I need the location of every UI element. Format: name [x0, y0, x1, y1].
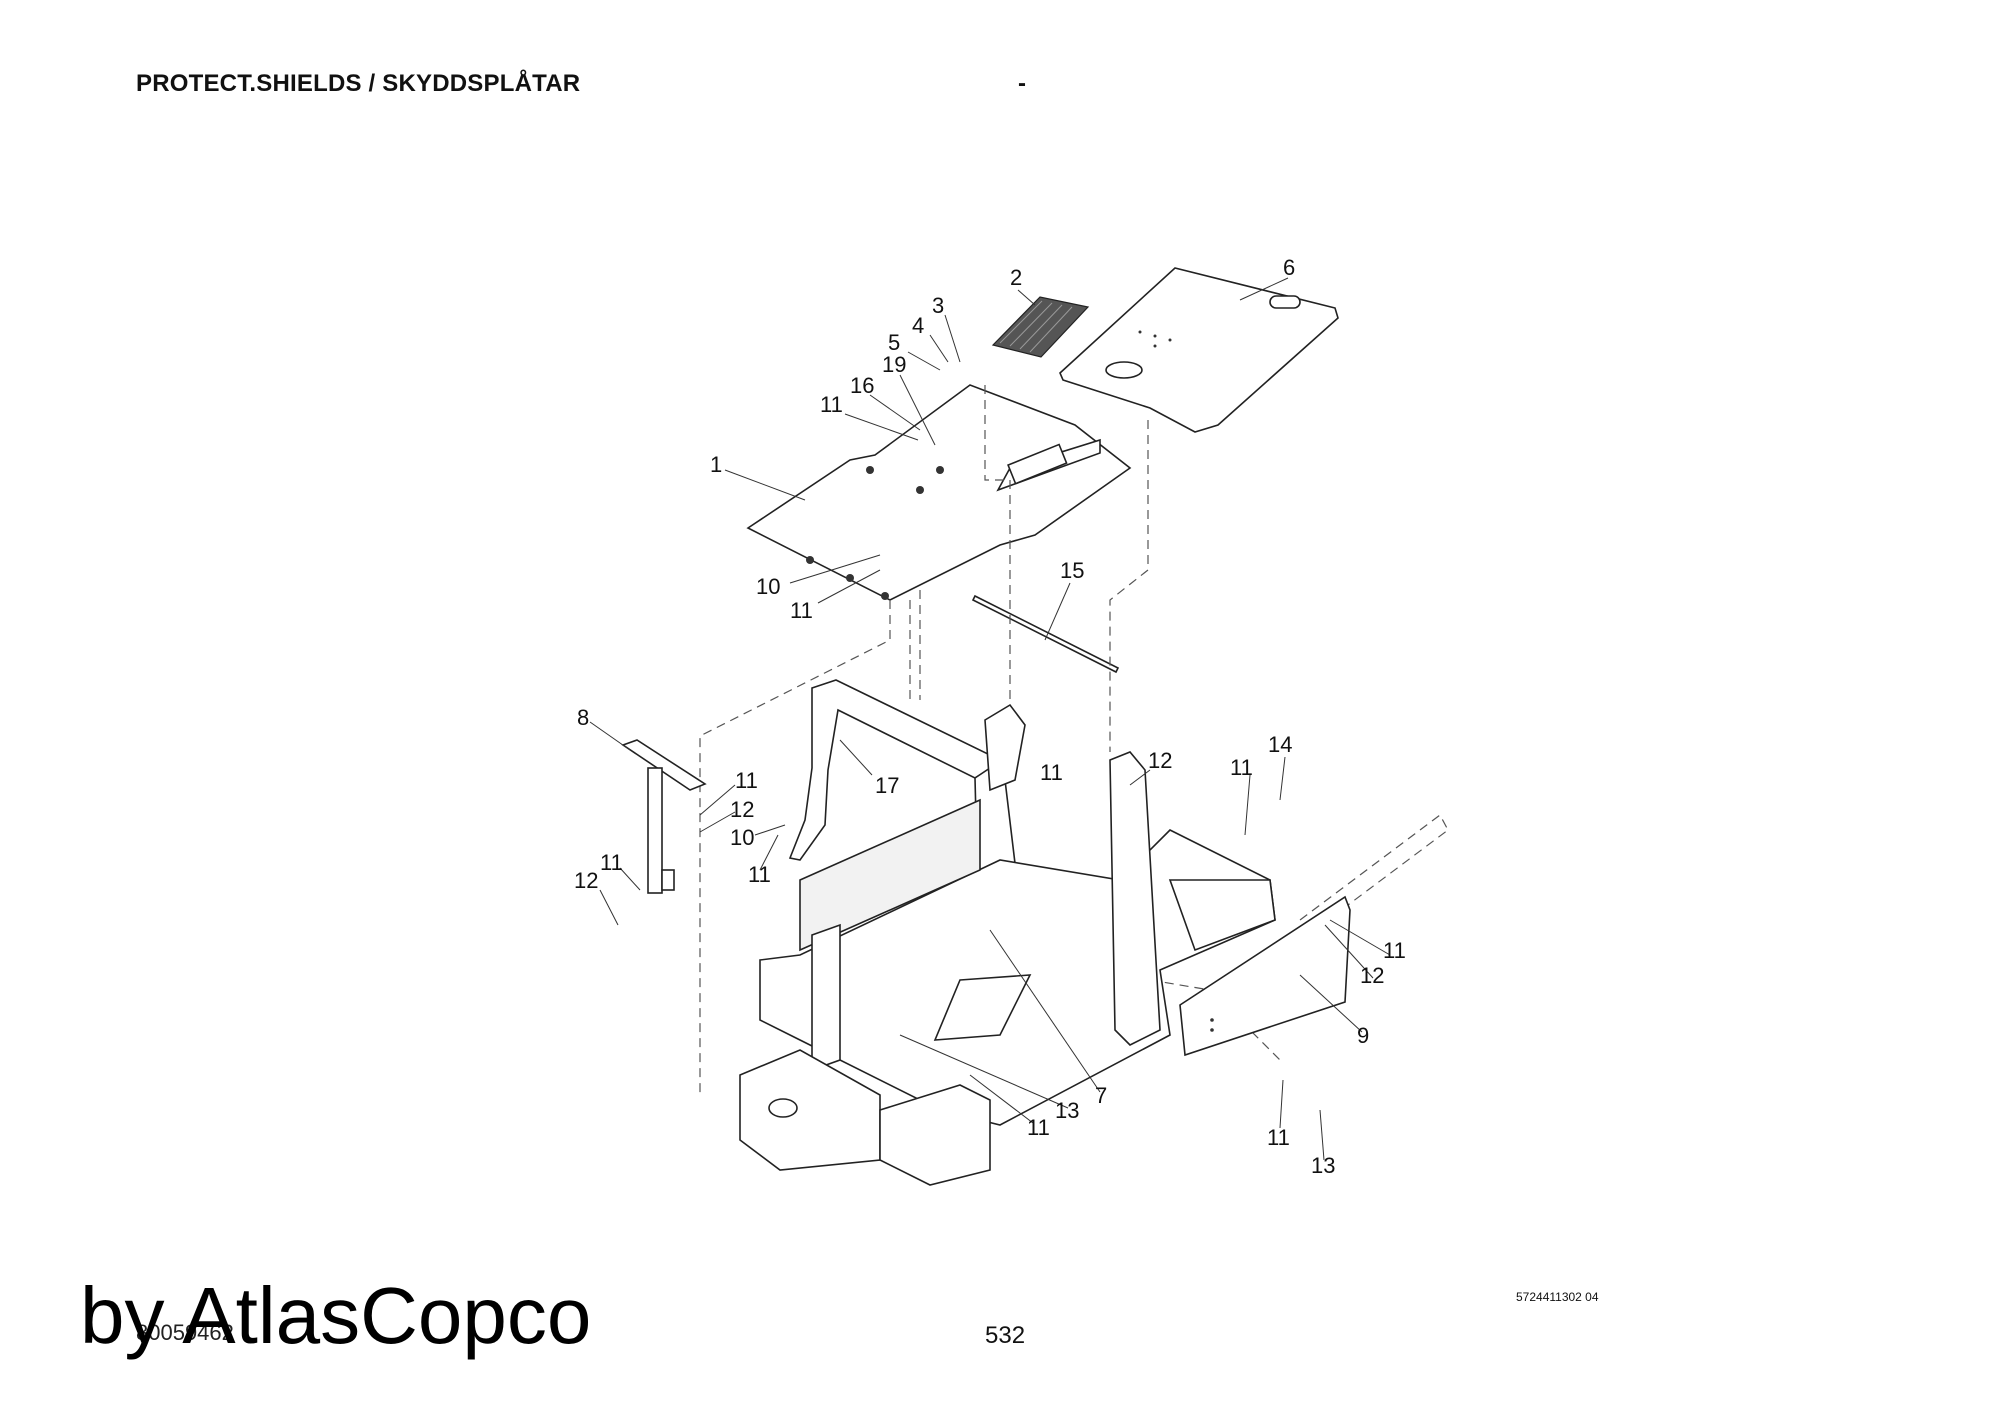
leader-lines: [589, 277, 1391, 1161]
part-15-strip: [971, 594, 1120, 674]
callout-12: 12: [1148, 748, 1172, 773]
callout-9: 9: [1357, 1023, 1369, 1048]
callout-2: 2: [1010, 265, 1022, 290]
callout-11: 11: [820, 392, 843, 417]
callout-19: 19: [882, 352, 906, 377]
callout-12: 12: [574, 868, 598, 893]
callout-11: 11: [1267, 1125, 1290, 1150]
callout-12: 12: [1360, 963, 1384, 988]
callout-17: 17: [875, 773, 899, 798]
callout-6: 6: [1283, 255, 1295, 280]
part-1-shield-plate: [746, 384, 1132, 601]
part-number: 5724411302 04: [1516, 1290, 1599, 1304]
callout-3: 3: [932, 293, 944, 318]
part-9-side-shield: [1179, 895, 1351, 1057]
part-8-bracket: [621, 739, 707, 894]
callout-14: 14: [1268, 732, 1292, 757]
callout-10: 10: [756, 574, 780, 599]
callout-11: 11: [1027, 1115, 1050, 1140]
callout-11: 11: [748, 862, 771, 887]
callout-11: 11: [790, 598, 813, 623]
callout-7: 7: [1095, 1083, 1107, 1108]
callout-11: 11: [1040, 760, 1063, 785]
header-dash: -: [1018, 70, 1026, 97]
drawing-reference: 80059462: [136, 1320, 234, 1345]
callout-1: 1: [710, 452, 722, 477]
callout-5: 5: [888, 330, 900, 355]
callout-11: 11: [1230, 755, 1253, 780]
part-6-top-plate: [1059, 267, 1339, 433]
callout-12: 12: [730, 797, 754, 822]
callout-15: 15: [1060, 558, 1084, 583]
page-title: PROTECT.SHIELDS / SKYDDSPLÅTAR: [136, 70, 581, 97]
counterweight-base: [739, 1049, 991, 1186]
part-2-grille: [991, 296, 1090, 358]
callout-10: 10: [730, 825, 754, 850]
callout-11: 11: [600, 850, 623, 875]
part-7-chassis: [759, 703, 1276, 1126]
callout-4: 4: [912, 313, 924, 338]
callout-16: 16: [850, 373, 874, 398]
callout-11: 11: [1383, 938, 1406, 963]
callout-13: 13: [1055, 1098, 1079, 1123]
page-number: 532: [985, 1322, 1026, 1349]
callout-labels: 2 6 3 4 5 19 16 11 1 10 11 15 8 17 11 12…: [574, 255, 1406, 1178]
callout-11: 11: [735, 768, 758, 793]
watermark: by AtlasCopco: [80, 1271, 592, 1360]
callout-13: 13: [1311, 1153, 1335, 1178]
callout-8: 8: [577, 705, 589, 730]
